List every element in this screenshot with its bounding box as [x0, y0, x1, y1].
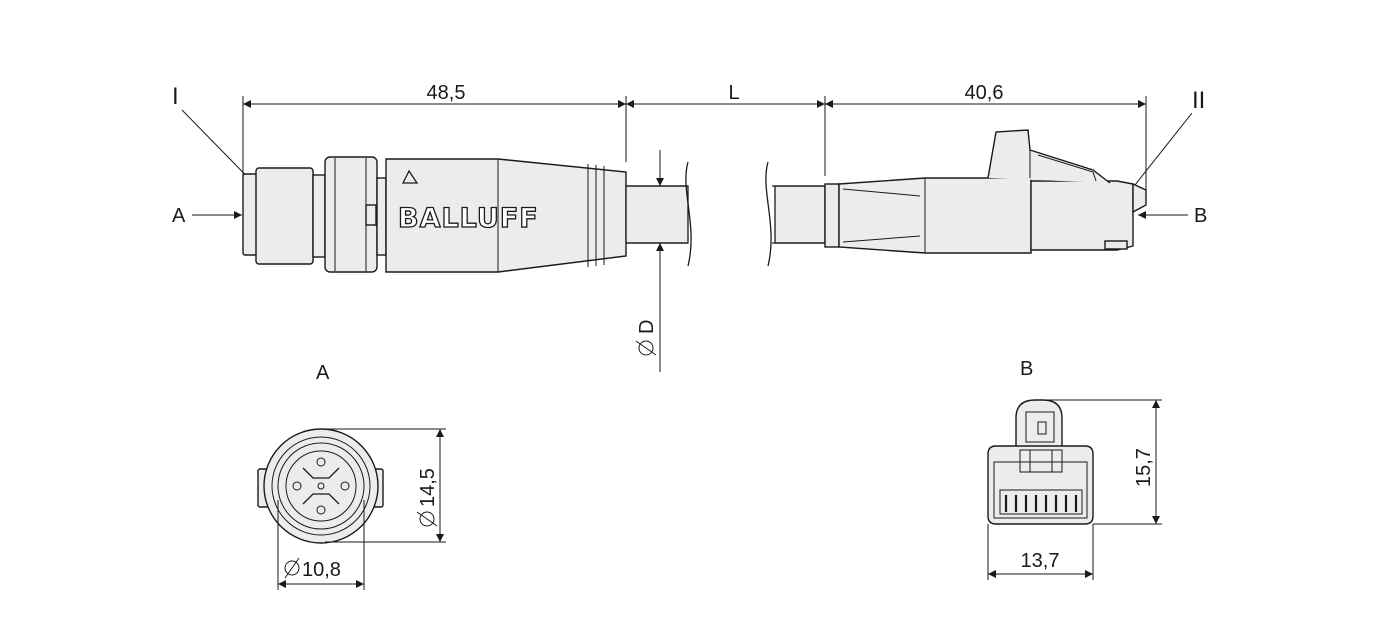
dim-plug-width-label: 13,7: [1021, 550, 1060, 572]
view-arrow-b-label: B: [1194, 205, 1207, 227]
dim-connector-inner-diameter: 10,8: [277, 500, 365, 590]
dim-cable-diameter-label: D: [636, 320, 658, 334]
dim-cable-diameter: D: [635, 150, 664, 372]
triangle-mark-icon: [401, 169, 419, 184]
m12-connector: BALLUFF: [242, 156, 627, 273]
dim-plug-height: 15,7: [1045, 399, 1162, 525]
dim-connector-outer-diameter: 14,5: [325, 428, 446, 543]
brand-logo: BALLUFF: [398, 203, 539, 234]
rj45-plug: [824, 129, 1147, 254]
dim-connector-outer-diameter-label: 14,5: [417, 468, 439, 507]
dim-plug-length-label: 40,6: [965, 82, 1004, 104]
dim-cable-length: L: [626, 82, 826, 176]
view-arrow-a-label: A: [172, 205, 186, 227]
end-label-left: I: [172, 83, 179, 110]
dim-connector-length-label: 48,5: [427, 82, 466, 104]
view-b-plug-face: [987, 399, 1094, 525]
dim-plug-width: 13,7: [987, 524, 1094, 580]
view-arrow-b: B: [1138, 205, 1207, 227]
dim-connector-inner-diameter-label: 10,8: [302, 559, 341, 581]
view-b-title: B: [1020, 358, 1033, 380]
dim-plug-length: 40,6: [825, 82, 1147, 192]
dim-plug-height-label: 15,7: [1133, 448, 1155, 487]
cable-right: [765, 161, 826, 267]
view-a-title: A: [316, 362, 330, 384]
end-label-right: II: [1192, 87, 1205, 114]
view-arrow-a: A: [172, 205, 242, 227]
view-a-connector-face: [257, 428, 384, 544]
dim-cable-length-label: L: [728, 82, 739, 104]
cable-left: [625, 161, 692, 267]
